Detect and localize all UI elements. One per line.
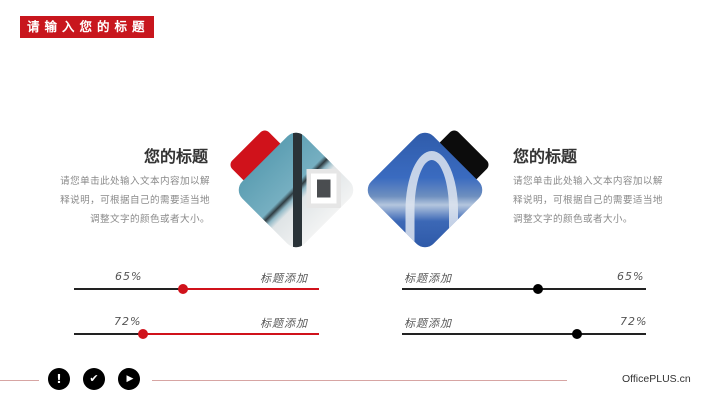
slider-track <box>402 333 646 335</box>
play-icon[interactable]: ▶ <box>118 368 140 390</box>
slider-knob[interactable] <box>572 329 582 339</box>
slider-value: 72% <box>620 315 648 328</box>
slider-knob[interactable] <box>138 329 148 339</box>
right-heading: 您的标题 <box>513 147 578 166</box>
slider-knob[interactable] <box>178 284 188 294</box>
slider-track <box>74 333 319 335</box>
left-slider-1[interactable] <box>74 282 319 296</box>
desc-line: 释说明，可根据自己的需要适当地 <box>513 195 663 206</box>
slider-fill <box>74 288 183 290</box>
slider-title: 标题添加 <box>260 317 308 330</box>
slider-title: 标题添加 <box>260 272 308 285</box>
slider-value: 65% <box>115 270 143 283</box>
desc-line: 调整文字的颜色或者大小。 <box>90 214 210 225</box>
desc-line: 释说明，可根据自己的需要适当地 <box>60 195 210 206</box>
right-description: 请您单击此处输入文本内容加以解 释说明，可根据自己的需要适当地 调整文字的颜色或… <box>513 172 675 229</box>
left-slider-2[interactable] <box>74 327 319 341</box>
right-slider-1[interactable] <box>402 282 646 296</box>
page-title: 请输入您的标题 <box>20 16 154 38</box>
slider-title: 标题添加 <box>404 317 452 330</box>
slider-value: 72% <box>114 315 142 328</box>
desc-line: 请您单击此处输入文本内容加以解 <box>60 176 210 187</box>
left-description: 请您单击此处输入文本内容加以解 释说明，可根据自己的需要适当地 调整文字的颜色或… <box>48 172 210 229</box>
brand-text: OfficePLUS.cn <box>622 373 691 385</box>
footer-line-right <box>152 380 567 381</box>
check-icon[interactable]: ✔ <box>83 368 105 390</box>
slider-value: 65% <box>617 270 645 283</box>
desc-line: 请您单击此处输入文本内容加以解 <box>513 176 663 187</box>
slider-track <box>402 288 646 290</box>
slider-knob[interactable] <box>533 284 543 294</box>
exclamation-icon[interactable]: ! <box>48 368 70 390</box>
desc-line: 调整文字的颜色或者大小。 <box>513 214 633 225</box>
right-slider-2[interactable] <box>402 327 646 341</box>
slider-fill <box>74 333 143 335</box>
slider-title: 标题添加 <box>404 272 452 285</box>
footer-line-left <box>0 380 39 381</box>
slider-track <box>74 288 319 290</box>
left-heading: 您的标题 <box>143 147 208 166</box>
